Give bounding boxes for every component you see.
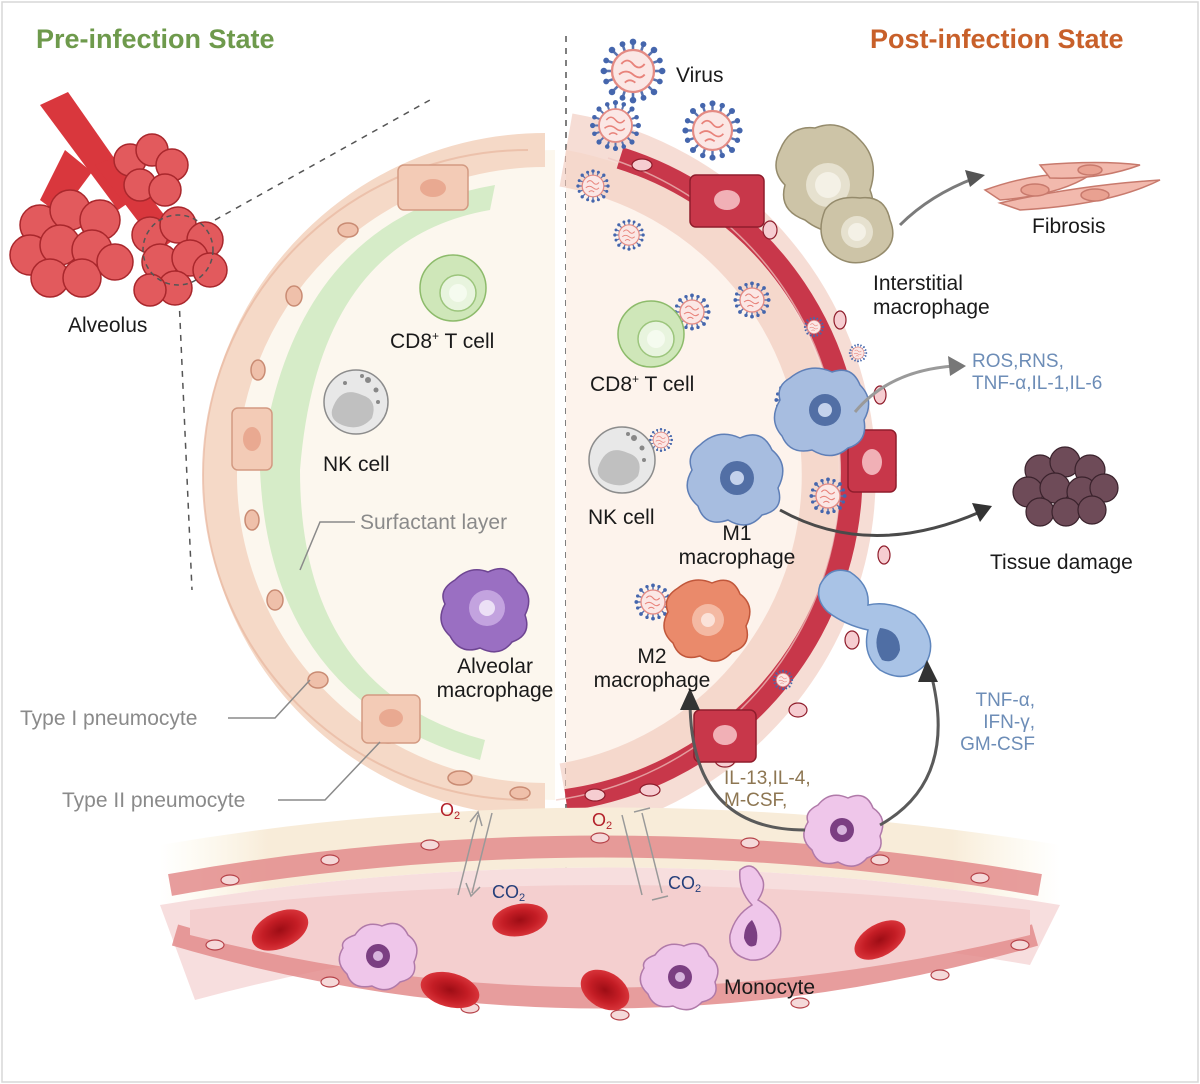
pathway-arrows	[688, 176, 981, 832]
leader-lines	[228, 521, 381, 801]
il13-il4-mcsf-label: IL-13,IL-4,M-CSF,	[724, 768, 811, 811]
nk-cell-left-label: NK cell	[323, 453, 390, 476]
m1-macrophage-icon	[686, 433, 784, 526]
cd8-t-cell-left-icon	[419, 254, 487, 322]
o2-left-label: O2	[440, 800, 461, 822]
cd8-t-cell-right-icon	[617, 300, 685, 368]
o2-right-label: O2	[592, 810, 613, 832]
nk-cell-right-label: NK cell	[588, 506, 655, 529]
red-blood-cells	[251, 903, 906, 1011]
arrowheads	[680, 170, 992, 710]
co2-right-label: CO2	[668, 873, 702, 895]
surfactant-layer-label: Surfactant layer	[360, 511, 508, 534]
m1-activated-icon	[773, 367, 870, 457]
fibrosis-label: Fibrosis	[1032, 215, 1106, 238]
alveolar-macrophage-icon	[440, 567, 530, 653]
zoom-line-top	[214, 99, 431, 221]
type1-pneumocyte-label: Type I pneumocyte	[20, 707, 198, 730]
fibrosis-cells-icon	[983, 161, 1161, 211]
type2-pneumocyte-label: Type II pneumocyte	[62, 789, 246, 812]
alveolus-cluster-icon	[9, 92, 228, 307]
m2-macrophage-icon	[663, 579, 751, 662]
monocyte-pink-icon	[803, 794, 884, 867]
co2-left-label: CO2	[492, 882, 526, 904]
type2-pneumocyte-right	[689, 174, 897, 763]
interstitial-macrophage-icon	[775, 124, 894, 264]
pre-infection-title: Pre-infection State	[36, 24, 275, 54]
zoom-line-bottom	[177, 274, 193, 591]
surfactant-layer	[260, 185, 495, 760]
tissue-damage-icon	[1012, 446, 1119, 527]
ros-cytokines-label: ROS,RNS,TNF-α,IL-1,IL-6	[972, 351, 1103, 394]
cd8-t-cell-left-label: CD8+ T cell	[390, 329, 495, 353]
monocyte-label: Monocyte	[724, 976, 816, 999]
gas-exchange-arrows	[457, 807, 669, 901]
epithelium-left	[203, 133, 546, 817]
tissue-damage-label: Tissue damage	[990, 551, 1133, 574]
post-infection-title: Post-infection State	[870, 24, 1124, 54]
alveolus-label: Alveolus	[68, 314, 148, 337]
type2-pneumocyte-left	[231, 164, 469, 744]
virus-label: Virus	[676, 64, 724, 87]
cd8-t-cell-right-label: CD8+ T cell	[590, 372, 695, 396]
tnf-ifn-gmcsf-label: TNF-α,IFN-γ,GM-CSF	[960, 690, 1035, 755]
blood-vessel	[160, 807, 1060, 1021]
nk-cell-left-icon	[323, 369, 389, 435]
nk-cell-right-icon	[588, 426, 656, 494]
monocyte-vessel-icons	[338, 865, 782, 1011]
